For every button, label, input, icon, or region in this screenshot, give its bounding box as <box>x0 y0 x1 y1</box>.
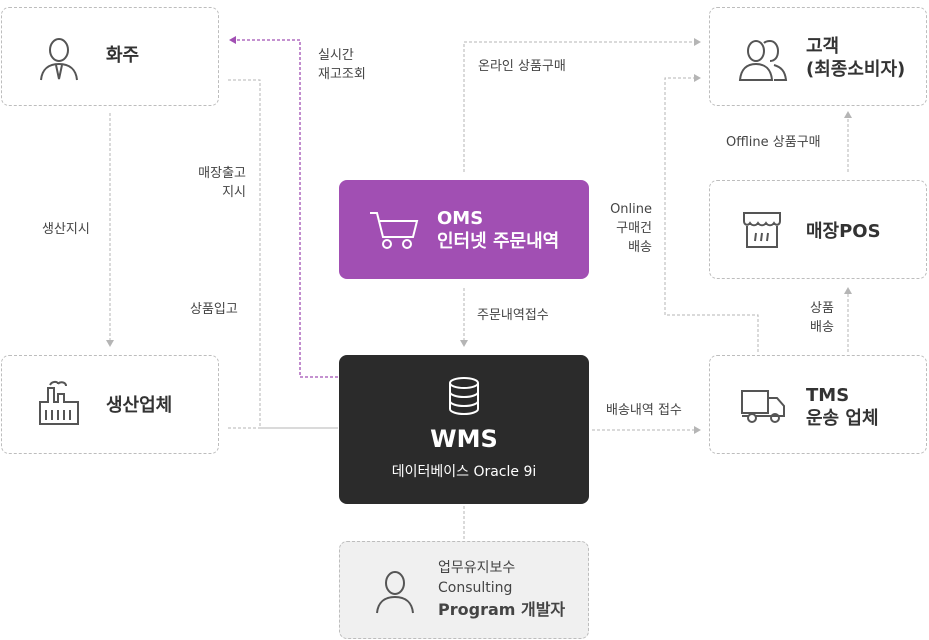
customer-title-2: (최종소비자) <box>806 59 906 81</box>
tms-subtitle: 운송 업체 <box>806 408 879 430</box>
tms-node: TMS 운송 업체 <box>709 355 927 454</box>
label-delivery-receipt: 배송내역 접수 <box>606 403 682 418</box>
oms-node: OMS 인터넷 주문내역 <box>339 180 589 279</box>
store-pos-title: 매장POS <box>806 221 881 242</box>
label-offline-purchase: Offline 상품구매 <box>726 135 821 150</box>
label-goods-delivery: 상품 배송 <box>810 301 834 335</box>
truck-icon <box>741 390 785 423</box>
manufacturer-title: 생산업체 <box>106 395 173 416</box>
person-icon <box>40 38 78 81</box>
people-icon <box>738 39 788 81</box>
label-online-delivery: Online 구매건 배송 <box>610 202 652 255</box>
line-online-delivery <box>664 74 759 352</box>
oms-title: OMS <box>437 208 484 229</box>
database-icon <box>449 377 479 415</box>
tms-title: TMS <box>806 385 850 406</box>
label-online-purchase: 온라인 상품구매 <box>478 59 566 74</box>
label-order-receipt: 주문내역접수 <box>477 308 549 323</box>
wms-title: WMS <box>430 425 498 453</box>
line-realtime-inventory <box>229 36 338 378</box>
label-realtime-inventory: 실시간 재고조회 <box>318 48 366 82</box>
dev-line-2: Consulting <box>438 580 513 596</box>
store-pos-node: 매장POS <box>709 180 927 279</box>
shipper-node: 화주 <box>1 7 219 106</box>
cart-icon <box>370 212 419 249</box>
person-icon <box>376 571 414 614</box>
line-store-ship <box>228 79 338 429</box>
store-icon <box>743 212 781 248</box>
label-production-order: 생산지시 <box>42 222 90 237</box>
wms-node: WMS 데이터베이스 Oracle 9i <box>339 355 589 504</box>
wms-subtitle: 데이터베이스 Oracle 9i <box>391 464 537 480</box>
customer-node: 고객 (최종소비자) <box>709 7 927 106</box>
oms-subtitle: 인터넷 주문내역 <box>437 231 560 253</box>
factory-icon <box>39 380 79 425</box>
customer-title-1: 고객 <box>806 36 840 57</box>
manufacturer-node: 생산업체 <box>1 355 219 454</box>
shipper-title: 화주 <box>106 45 140 66</box>
dev-line-3: Program 개발자 <box>438 600 566 619</box>
label-goods-in: 상품입고 <box>190 302 238 317</box>
developer-node: 업무유지보수 Consulting Program 개발자 <box>339 541 589 639</box>
dev-line-1: 업무유지보수 <box>438 560 516 576</box>
label-store-ship: 매장출고 지시 <box>198 166 246 200</box>
line-online-purchase <box>463 38 701 172</box>
